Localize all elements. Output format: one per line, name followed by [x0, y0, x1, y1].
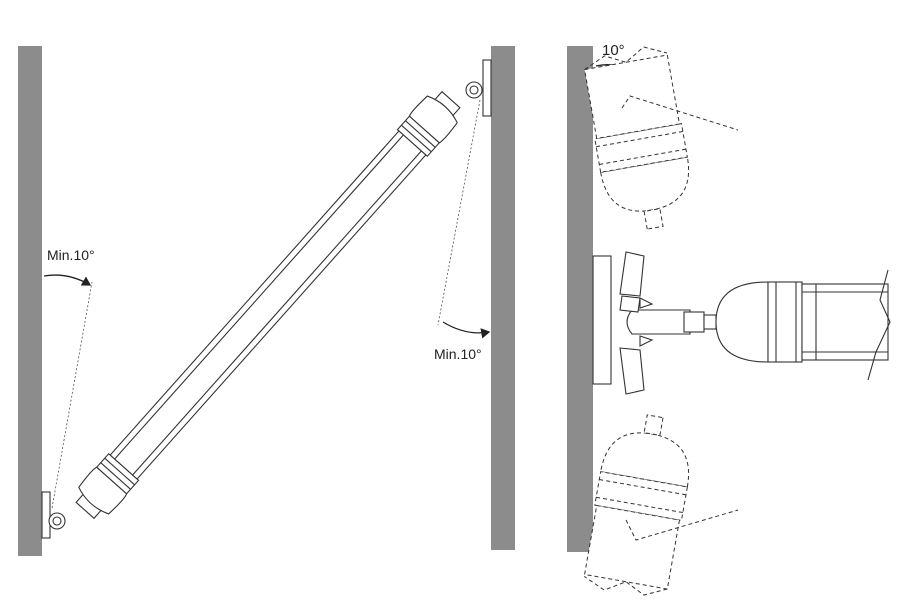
wall-plate — [592, 255, 612, 385]
left-angle-label: Min.10° — [47, 247, 95, 263]
tube-luminaire — [75, 90, 461, 520]
top-bracket — [482, 59, 492, 117]
solid-head-dome — [715, 281, 769, 363]
bottom-bracket — [41, 491, 51, 539]
left-angle-arc — [43, 274, 92, 286]
left-wall — [18, 46, 42, 556]
top-angle-label: 10° — [602, 42, 625, 59]
top-swivel — [465, 81, 483, 99]
right-angle-arc — [442, 321, 491, 339]
right-angle-label: Min.10° — [434, 346, 482, 362]
diagonal-mount-view — [18, 46, 515, 556]
detail-wall — [567, 46, 593, 552]
lower-rotated-head — [583, 414, 689, 596]
upper-rotated-head — [584, 46, 689, 230]
bottom-swivel — [48, 512, 66, 530]
right-wall-left-scene — [491, 46, 515, 550]
rotation-detail-view — [567, 46, 891, 596]
